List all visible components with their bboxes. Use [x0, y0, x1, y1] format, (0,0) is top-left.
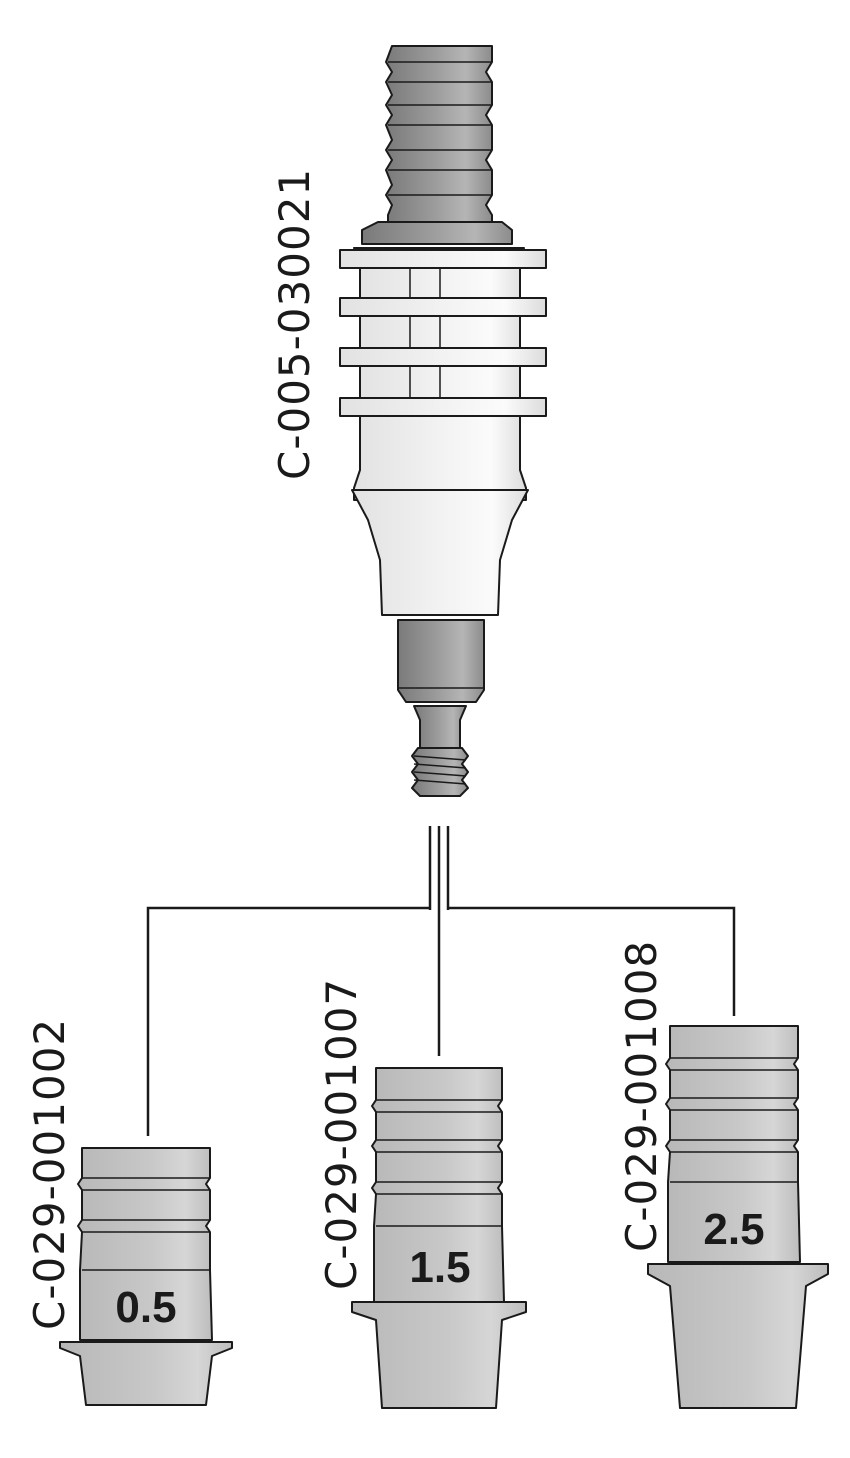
screw-thread	[411, 747, 469, 797]
variant-code: C-029-001002	[25, 1018, 74, 1330]
variant-code: C-029-001008	[617, 940, 666, 1252]
variant-0.5: 0.5 C-029-001002	[25, 1018, 233, 1406]
variant-1.5: 1.5 C-029-001007	[317, 978, 527, 1409]
variant-2.5: 2.5 C-029-001008	[617, 940, 829, 1409]
variant-size-label: 1.5	[409, 1243, 470, 1292]
flange	[361, 221, 513, 245]
neck	[413, 705, 467, 749]
grooved-body	[339, 247, 547, 501]
main-abutment: C-005-030021	[270, 45, 547, 797]
hex-connector	[397, 619, 485, 703]
variant-size-label: 0.5	[115, 1283, 176, 1332]
tapered-collar	[351, 489, 529, 616]
connector-lines	[146, 826, 736, 1136]
top-post	[385, 45, 493, 226]
main-part-code: C-005-030021	[270, 168, 319, 480]
variant-size-label: 2.5	[703, 1205, 764, 1254]
variant-code: C-029-001007	[317, 978, 366, 1290]
